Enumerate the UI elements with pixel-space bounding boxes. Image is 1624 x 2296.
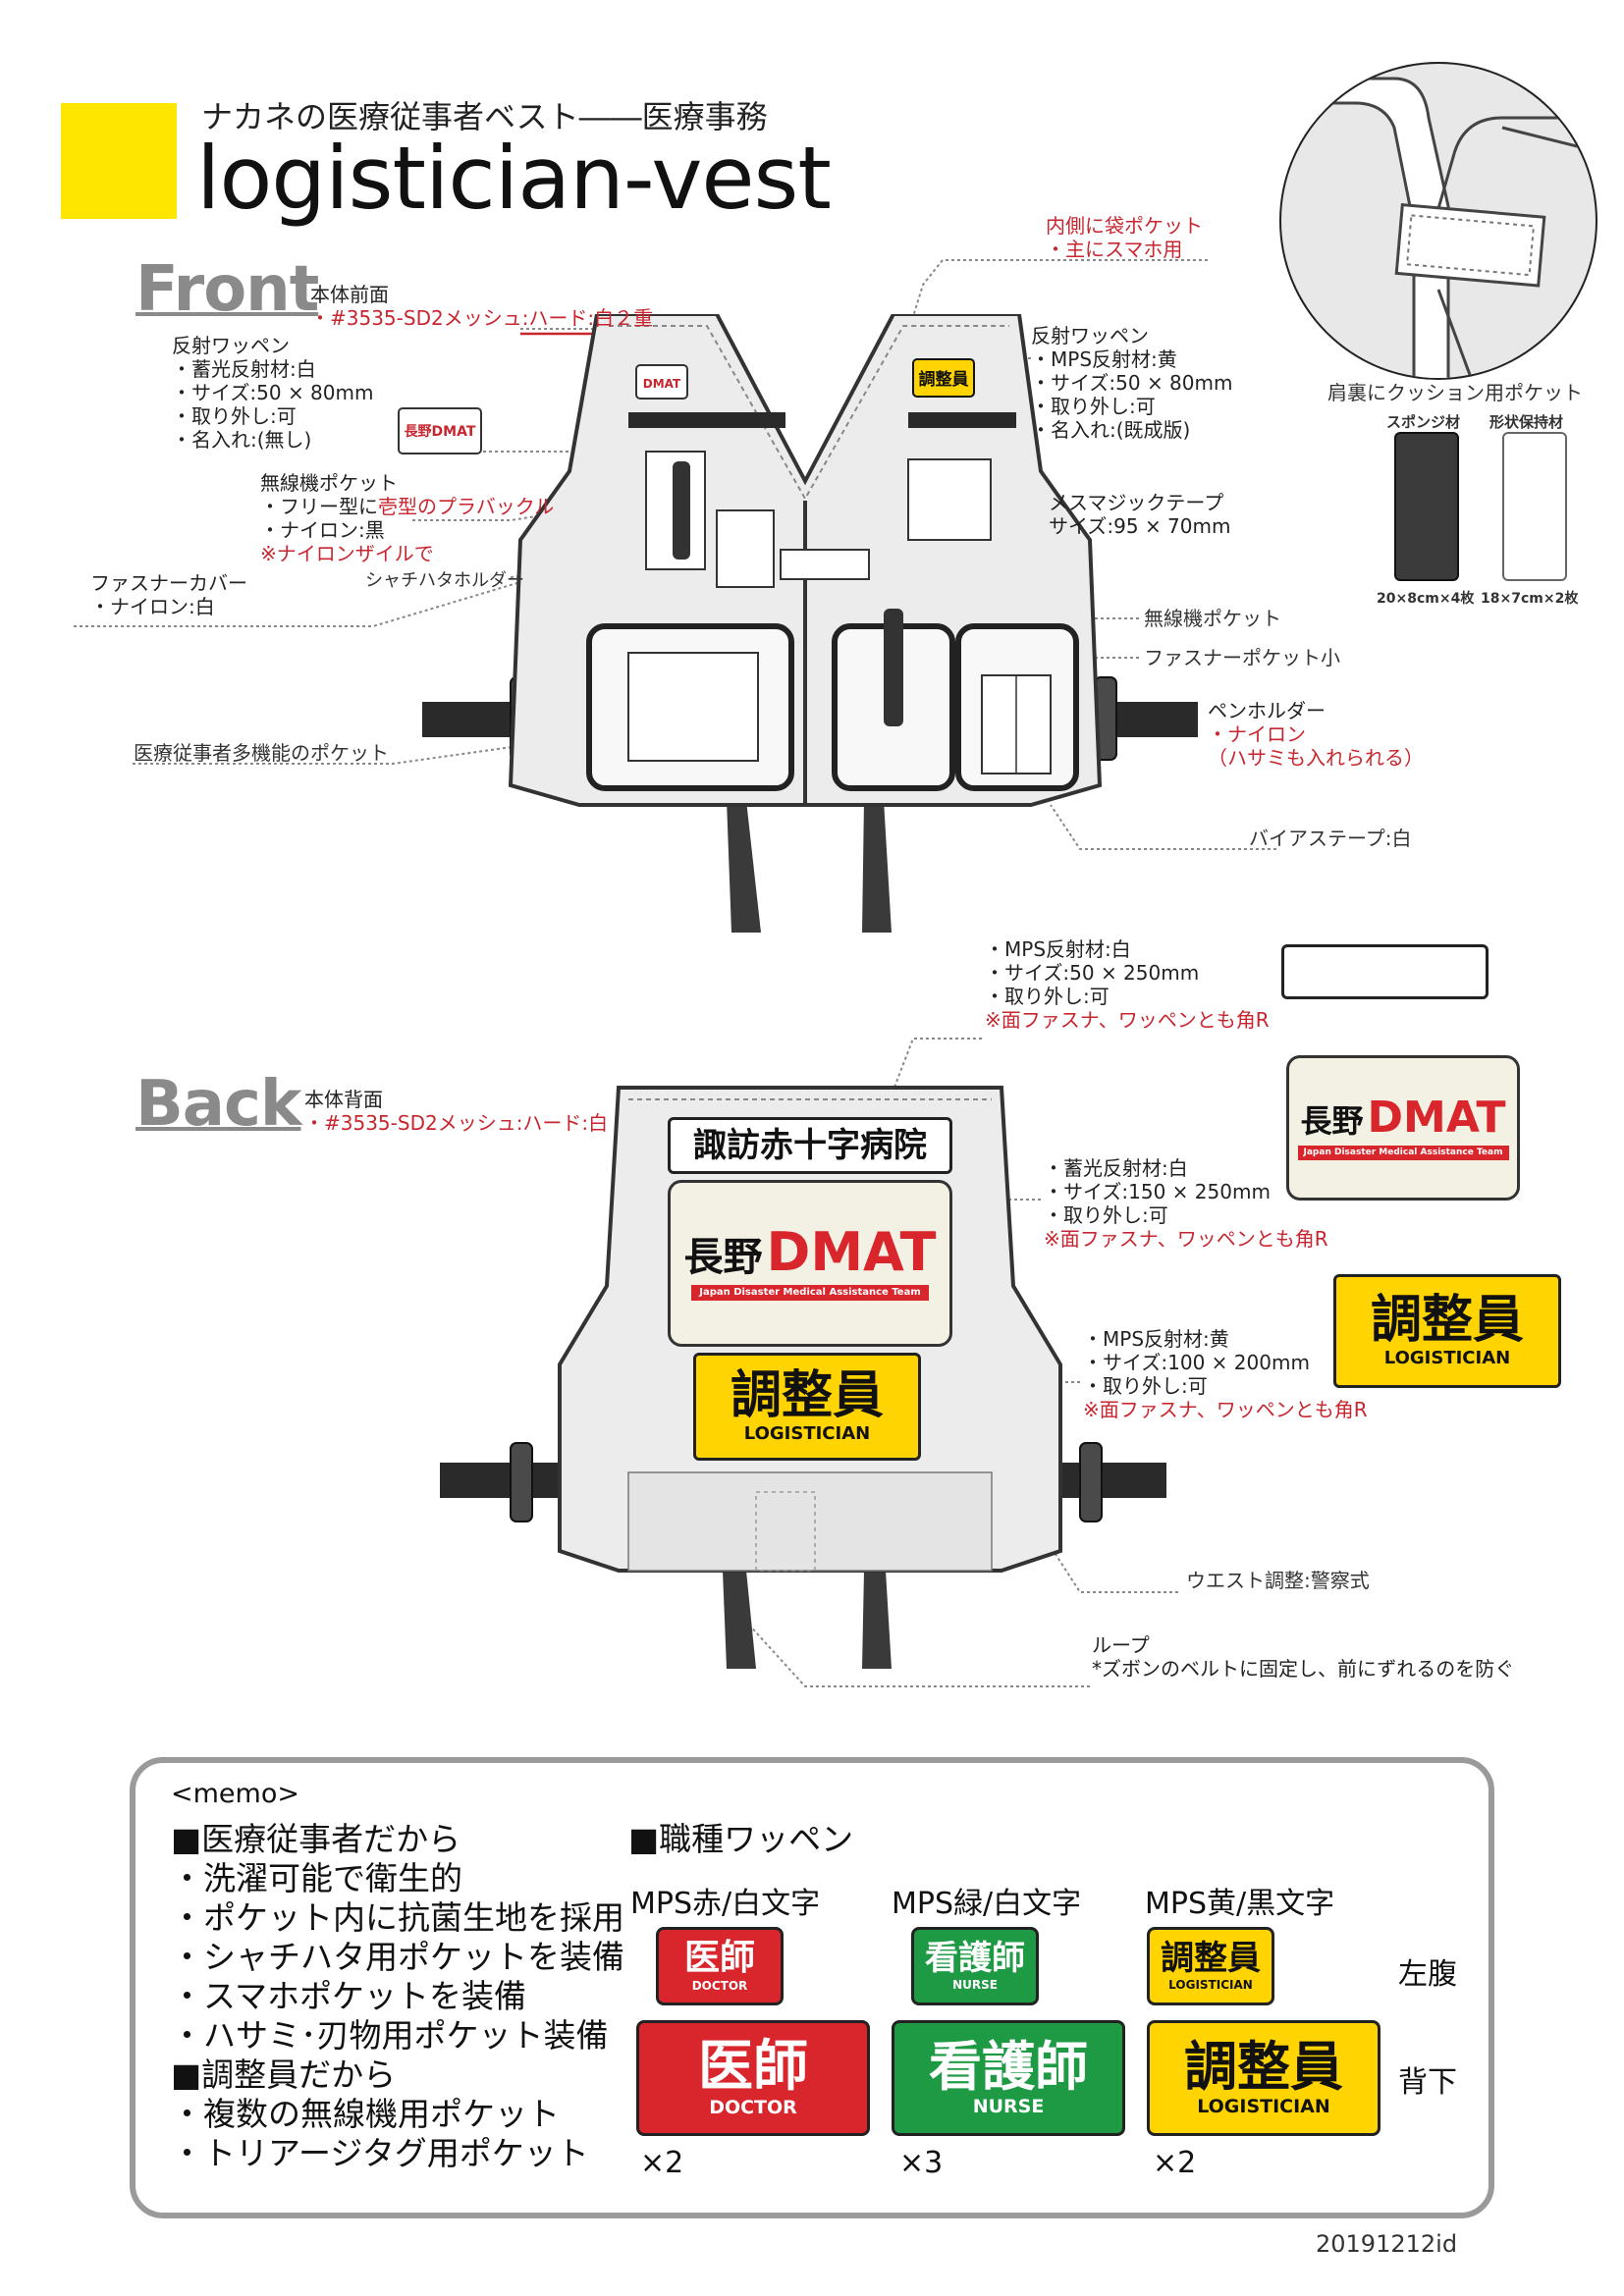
column-header-green: MPS緑/白文字 bbox=[892, 1887, 1082, 1921]
memo-line: ・洗濯可能で衛生的 bbox=[171, 1859, 462, 1897]
svg-text:DMAT: DMAT bbox=[643, 377, 681, 391]
memo-line: ■調整員だから bbox=[171, 2056, 397, 2094]
reflective-left-spec: 反射ワッペン ・蓄光反射材:白 ・サイズ:50 × 80mm ・取り外し:可 ・… bbox=[172, 334, 374, 452]
small-patch-doctor-main: 医師 bbox=[683, 1938, 755, 1978]
large-patch-logistician-main: 調整員 bbox=[1184, 2035, 1343, 2098]
qty-logistician: ×2 bbox=[1153, 2146, 1197, 2180]
page-title: logistician-vest bbox=[196, 128, 832, 229]
small-patch-doctor: 医師 DOCTOR bbox=[656, 1927, 784, 2005]
logistician-spec: ・MPS反射材:黄 ・サイズ:100 × 200mm ・取り外し:可 ※面ファス… bbox=[1083, 1327, 1368, 1421]
memo-line: ■医療従事者だから bbox=[171, 1820, 461, 1858]
bias-tape-label: バイアステープ:白 bbox=[1249, 827, 1412, 850]
sponge-size: 20×8cm×4枚 bbox=[1377, 591, 1475, 607]
sponge-sample bbox=[1394, 432, 1459, 581]
logistician-main: 調整員 bbox=[730, 1366, 884, 1425]
large-patch-logistician: 調整員 LOGISTICIAN bbox=[1147, 2020, 1380, 2136]
side-logistician-sub: LOGISTICIAN bbox=[1383, 1348, 1511, 1368]
hospital-name: 諏訪赤十字病院 bbox=[693, 1126, 927, 1165]
dmat-spec: ・蓄光反射材:白 ・サイズ:150 × 250mm ・取り外し:可 ※面ファスナ… bbox=[1044, 1156, 1328, 1251]
shoulder-caption: 肩裏にクッション用ポケット bbox=[1327, 381, 1583, 404]
side-dmat-english: Japan Disaster Medical Assistance Team bbox=[1297, 1145, 1509, 1160]
mesh-tape-spec: メスマジックテープ サイズ:95 × 70mm bbox=[1049, 491, 1231, 538]
front-chest-right-text: 調整員 bbox=[919, 369, 969, 390]
small-patch-nurse-main: 看護師 bbox=[925, 1939, 1025, 1978]
small-patch-logistician: 調整員 LOGISTICIAN bbox=[1147, 1927, 1274, 2005]
row-label-back-bottom: 背下 bbox=[1398, 2065, 1457, 2100]
body-back-spec: 本体背面 ・#3535-SD2メッシュ:ハード:白 bbox=[304, 1088, 609, 1135]
back-logistician-patch: 調整員 LOGISTICIAN bbox=[693, 1353, 921, 1461]
logistician-sub: LOGISTICIAN bbox=[743, 1423, 871, 1444]
column-header-red: MPS赤/白文字 bbox=[630, 1887, 821, 1921]
inner-pocket-spec: 内側に袋ポケット ・主にスマホ用 bbox=[1046, 214, 1203, 261]
reflective-left-patch-text: 長野DMAT bbox=[404, 424, 476, 440]
shape-size: 18×7cm×2枚 bbox=[1481, 591, 1579, 607]
sponge-label: スポンジ材 bbox=[1386, 413, 1461, 431]
reflective-right-spec: 反射ワッペン ・MPS反射材:黄 ・サイズ:50 × 80mm ・取り外し:可 … bbox=[1031, 324, 1233, 442]
memo-line: ・シャチハタ用ポケットを装備 bbox=[171, 1938, 624, 1976]
side-dmat-region: 長野 bbox=[1300, 1101, 1364, 1140]
large-patch-nurse-main: 看護師 bbox=[929, 2035, 1088, 2098]
memo-box bbox=[130, 1757, 1494, 2218]
side-logistician-patch: 調整員 LOGISTICIAN bbox=[1333, 1274, 1561, 1388]
waist-label: ウエスト調整:警察式 bbox=[1186, 1569, 1370, 1592]
front-vest-drawing: DMAT 調整員 bbox=[422, 314, 1198, 933]
large-patch-nurse: 看護師 NURSE bbox=[892, 2020, 1125, 2136]
shape-label: 形状保持材 bbox=[1489, 413, 1564, 431]
memo-line: ・複数の無線機用ポケット bbox=[171, 2095, 560, 2133]
back-hospital-name-plate: 諏訪赤十字病院 bbox=[668, 1117, 952, 1174]
side-dmat-patch: 長野 DMAT Japan Disaster Medical Assistanc… bbox=[1286, 1055, 1520, 1201]
large-patch-doctor-sub: DOCTOR bbox=[709, 2096, 797, 2118]
dmat-word: DMAT bbox=[766, 1221, 937, 1283]
radio-pocket-top-spec: 無線機ポケット ・フリー型に壱型のプラバックル ・ナイロン:黒 ※ナイロンザイル… bbox=[260, 471, 555, 565]
accent-square bbox=[61, 103, 177, 219]
memo-line: ・トリアージタグ用ポケット bbox=[171, 2134, 589, 2172]
loop-spec: ループ *ズボンのベルトに固定し、前にずれるのを防ぐ bbox=[1092, 1633, 1515, 1681]
side-dmat-word: DMAT bbox=[1367, 1092, 1506, 1143]
shoulder-detail-drawing bbox=[1279, 62, 1597, 380]
large-patch-logistician-sub: LOGISTICIAN bbox=[1197, 2095, 1330, 2117]
memo-line: ・ポケット内に抗菌生地を採用 bbox=[171, 1898, 624, 1937]
shape-sample bbox=[1502, 432, 1567, 581]
memo-line: ・ハサミ･刃物用ポケット装備 bbox=[171, 2016, 609, 2055]
small-patch-doctor-sub: DOCTOR bbox=[691, 1979, 748, 1993]
pen-holder-spec: ペンホルダー ・ナイロン （ハサミも入れられる） bbox=[1208, 699, 1424, 770]
side-name-plate-sample bbox=[1281, 944, 1489, 999]
reflective-left-patch: 長野DMAT bbox=[398, 407, 482, 454]
dmat-region: 長野 bbox=[683, 1235, 763, 1280]
front-section-label: Front bbox=[135, 253, 319, 326]
small-patch-nurse: 看護師 NURSE bbox=[911, 1927, 1039, 2005]
back-section-label: Back bbox=[135, 1068, 301, 1141]
large-patch-nurse-sub: NURSE bbox=[972, 2095, 1045, 2117]
zipper-pocket-small-label: ファスナーポケット小 bbox=[1144, 646, 1340, 669]
qty-doctor: ×2 bbox=[640, 2146, 684, 2180]
small-patch-logistician-main: 調整員 bbox=[1161, 1939, 1261, 1978]
memo-left-list: ■医療従事者だから ・洗濯可能で衛生的 ・ポケット内に抗菌生地を採用 ・シャチハ… bbox=[171, 1820, 624, 2173]
back-dmat-patch: 長野 DMAT Japan Disaster Medical Assistanc… bbox=[668, 1180, 952, 1347]
footer-code: 20191212id bbox=[1316, 2230, 1458, 2258]
shachihata-holder-label: シャチハタホルダー bbox=[365, 570, 524, 591]
column-header-yellow: MPS黄/黒文字 bbox=[1145, 1887, 1335, 1921]
patches-title: ■職種ワッペン bbox=[628, 1820, 854, 1858]
page-subtitle: ナカネの医療従事者ベスト――医療事務 bbox=[201, 98, 768, 135]
side-logistician-main: 調整員 bbox=[1370, 1291, 1524, 1350]
body-front-spec: 本体前面 ・#3535-SD2メッシュ:ハード:白２重 bbox=[310, 283, 654, 330]
memo-label: <memo> bbox=[171, 1779, 299, 1809]
large-patch-doctor: 医師 DOCTOR bbox=[636, 2020, 870, 2136]
row-label-left-belly: 左腹 bbox=[1398, 1957, 1457, 1992]
multi-pocket-label: 医療従事者多機能のポケット bbox=[134, 741, 389, 765]
large-patch-doctor-main: 医師 bbox=[698, 2034, 808, 2099]
dmat-english: Japan Disaster Medical Assistance Team bbox=[691, 1285, 929, 1301]
zipper-cover-spec: ファスナーカバー ・ナイロン:白 bbox=[90, 571, 247, 618]
name-plate-spec: ・MPS反射材:白 ・サイズ:50 × 250mm ・取り外し:可 ※面ファスナ… bbox=[985, 937, 1270, 1032]
small-patch-logistician-sub: LOGISTICIAN bbox=[1168, 1978, 1253, 1992]
memo-line: ・スマホポケットを装備 bbox=[171, 1977, 527, 2015]
small-patch-nurse-sub: NURSE bbox=[952, 1978, 998, 1992]
radio-pocket-label: 無線機ポケット bbox=[1144, 607, 1281, 630]
qty-nurse: ×3 bbox=[899, 2146, 944, 2180]
